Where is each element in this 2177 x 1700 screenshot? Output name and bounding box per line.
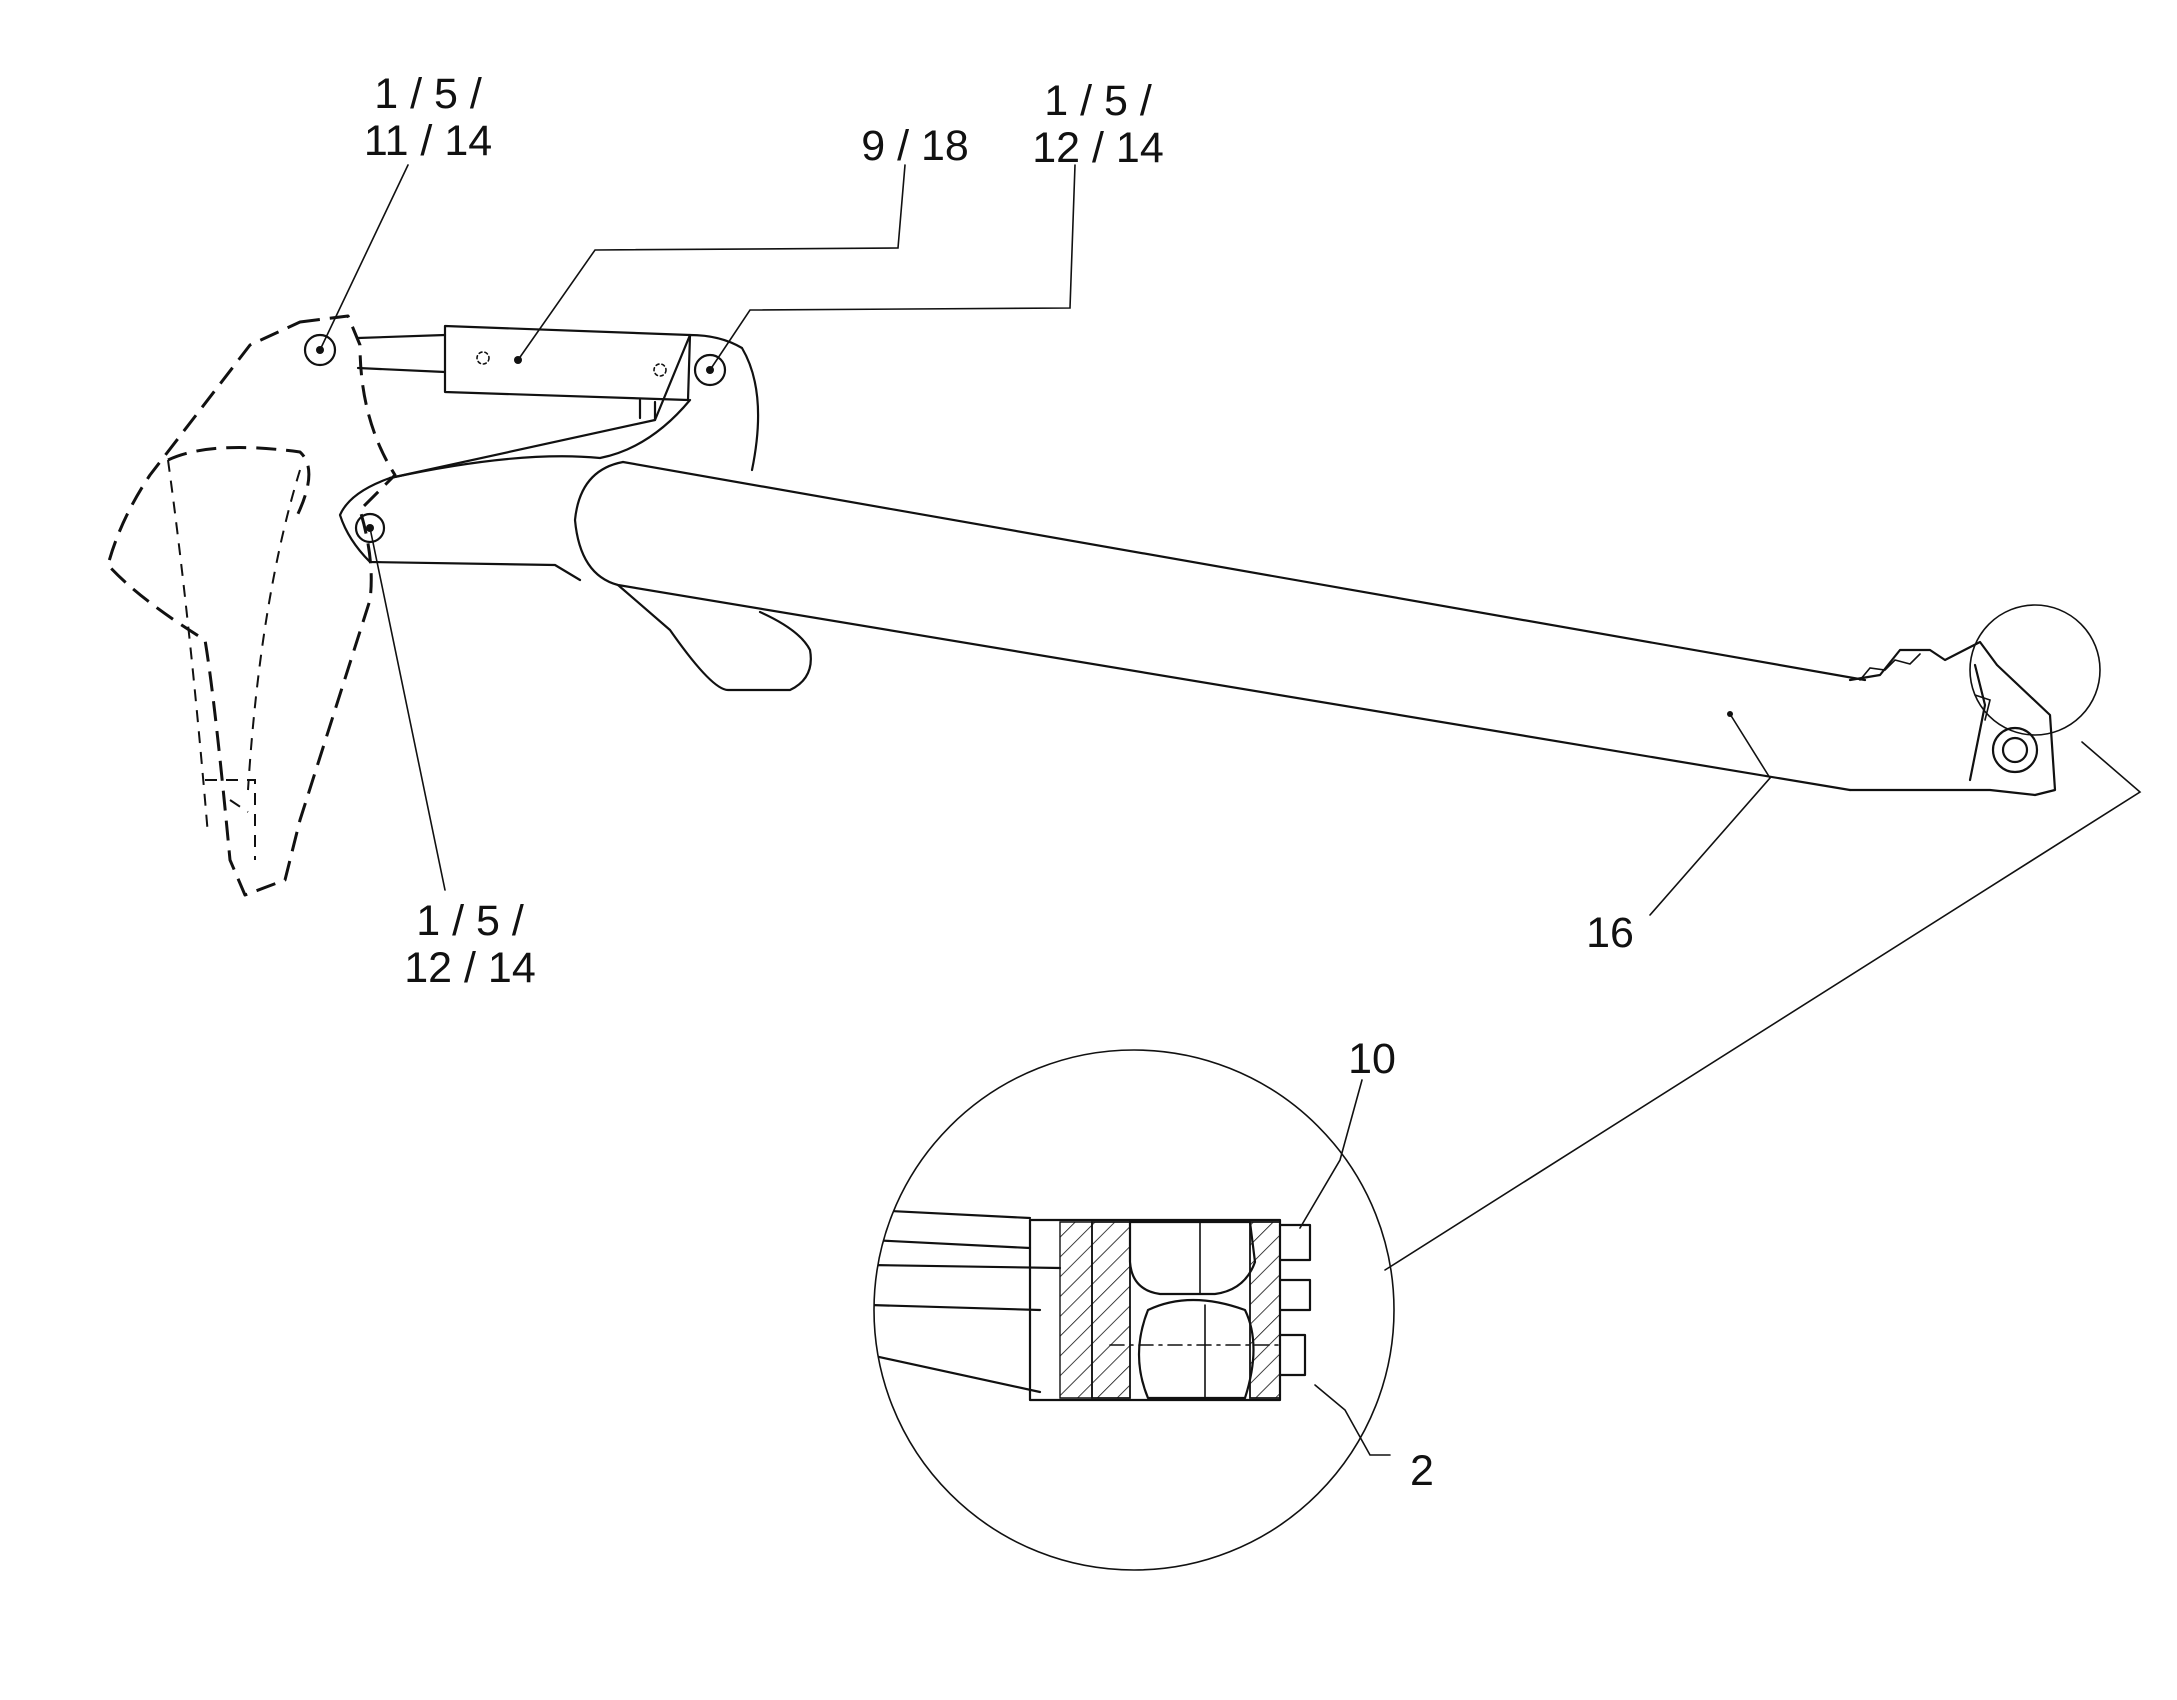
linkage-plate (338, 333, 760, 582)
main-arm (573, 460, 2057, 797)
pivot-points (303, 333, 727, 544)
callout-text-line1: 1 / 5 / (416, 897, 524, 945)
phantom-attachment (106, 314, 397, 897)
callout-text-line1: 1 / 5 / (374, 70, 482, 118)
callout-pivot-lower-left: 1 / 5 / 12 / 14 (404, 897, 536, 992)
hydraulic-cylinder (356, 324, 692, 422)
detail-view (873, 1049, 1395, 1571)
callout-pivot-top-left: 1 / 5 / 11 / 14 (364, 70, 492, 165)
callout-text-line2: 12 / 14 (1032, 124, 1164, 172)
callout-detail-part-lower: 2 (1410, 1447, 1434, 1495)
callout-text-line1: 1 / 5 / (1044, 77, 1152, 125)
callout-text-line2: 11 / 14 (364, 117, 492, 165)
callout-pivot-top-right: 1 / 5 / 12 / 14 (1032, 77, 1164, 172)
callout-arm: 16 (1586, 909, 1634, 957)
callout-detail-part-upper: 10 (1348, 1035, 1396, 1083)
callout-cylinder: 9 / 18 (861, 122, 969, 170)
leader-lines (319, 164, 2142, 1271)
callout-text-line2: 12 / 14 (404, 944, 536, 992)
